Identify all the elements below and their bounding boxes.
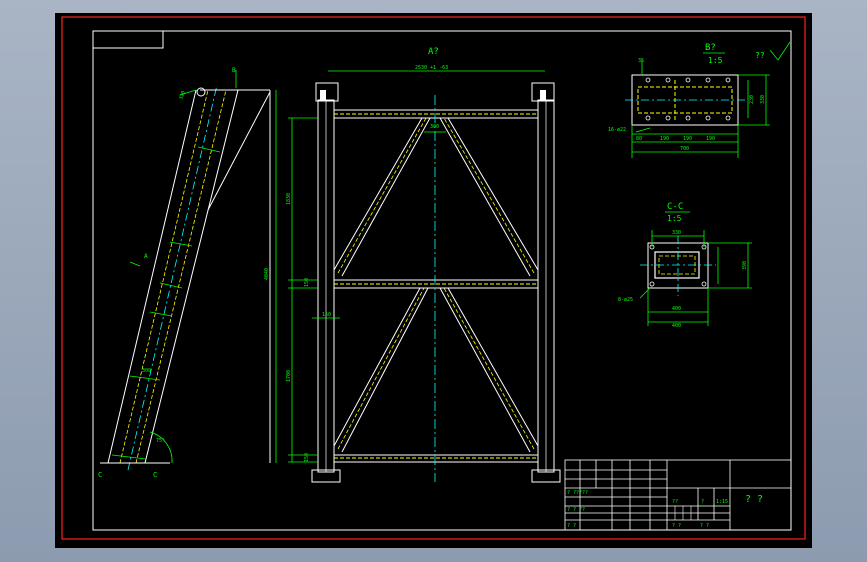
- side-dim-height: 4040: [264, 268, 270, 280]
- side-angle: 75°: [156, 438, 165, 444]
- detail-c-dim-b2: 400: [672, 323, 681, 329]
- side-dim-mid: 300: [142, 368, 151, 374]
- detail-b-dim-b1: 80: [636, 136, 642, 142]
- side-mark-c-right: C: [153, 471, 157, 479]
- title-block: [564, 459, 792, 531]
- side-mark-b: B: [232, 67, 236, 74]
- title-block-row3: ? ?: [567, 523, 576, 529]
- front-title: A?: [428, 47, 439, 57]
- front-dim-top: 2530 +1 -63: [415, 65, 448, 71]
- title-block-name: ? ?: [745, 494, 763, 505]
- side-dim-top: 320: [178, 90, 187, 101]
- detail-b-hole-note: 16-ø22: [608, 127, 626, 133]
- side-mark-c-left: C: [98, 471, 102, 479]
- front-dim-small: 150: [322, 312, 331, 318]
- title-block-cell-b: ?: [701, 499, 704, 505]
- front-dim-left-mid: 150: [304, 278, 310, 287]
- title-block-row1: ? ?????: [567, 490, 588, 496]
- title-block-scale: 1:15: [716, 499, 728, 505]
- detail-c-dim-top: 330: [672, 230, 681, 236]
- front-dim-center: 300: [430, 124, 439, 130]
- detail-b-dim-right2: 330: [760, 95, 766, 104]
- detail-c-dim-b1: 400: [672, 306, 681, 312]
- front-dim-left-bottom: 150: [304, 453, 310, 462]
- front-dim-left-lower: 1700: [286, 370, 292, 382]
- corner-tag-box: [92, 30, 164, 49]
- inner-frame: [92, 30, 792, 531]
- side-view: B A C C 320 4040 300 75°: [98, 67, 277, 479]
- title-block-cell-a: ??: [672, 499, 678, 505]
- front-dim-left-upper: 1830: [286, 193, 292, 205]
- detail-c-scale: 1:5: [667, 214, 682, 223]
- detail-c-title: C-C: [667, 202, 683, 212]
- detail-b-dim-b4: 190: [706, 136, 715, 142]
- title-block-row2: ? ? ??: [567, 507, 585, 513]
- title-block-cell-c: ? ?: [672, 523, 681, 529]
- detail-b-dim-b3: 190: [683, 136, 692, 142]
- outer-frame: [61, 16, 806, 540]
- side-mark-a: A: [144, 253, 148, 260]
- title-block-cell-d: ? ?: [700, 523, 709, 529]
- detail-b-dim-right1: 230: [749, 95, 755, 104]
- detail-b-title: B?: [705, 43, 716, 53]
- detail-b-scale: 1:5: [708, 56, 723, 65]
- detail-b-note: ??: [755, 51, 765, 60]
- detail-b-dim-total: 700: [680, 146, 689, 152]
- detail-c-hole-note: 8-ø25: [618, 297, 633, 303]
- detail-b-dim-left-top: 35: [638, 58, 644, 64]
- front-view: A? 2530 +1 -63: [286, 47, 561, 483]
- detail-b-dim-b2: 190: [660, 136, 669, 142]
- detail-c-dim-right: 390: [742, 261, 748, 270]
- detail-b-view: B? 1:5 ?? 35 230 330 16-ø22 80: [608, 41, 791, 158]
- detail-c-view: C-C 1:5 330 390 8-ø25 400 400: [618, 202, 752, 329]
